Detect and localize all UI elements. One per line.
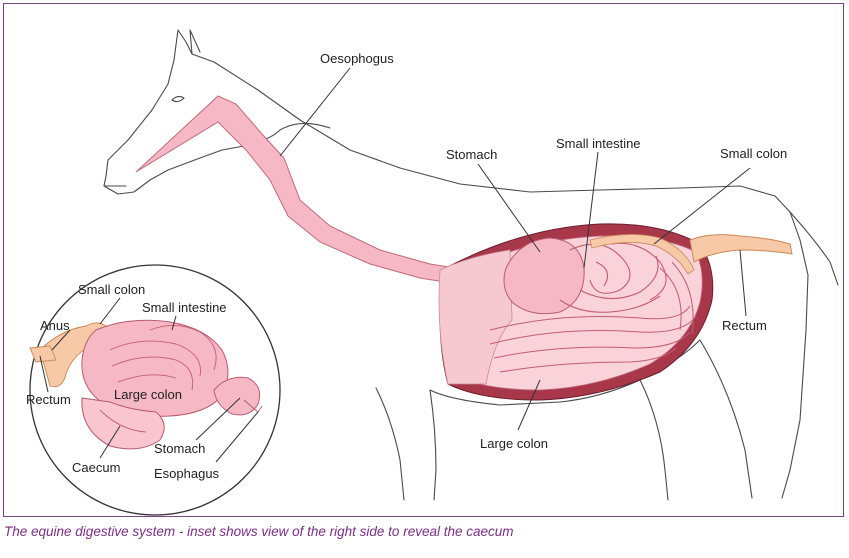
oesophagus-tube (135, 95, 511, 291)
small-colon-band (589, 234, 695, 275)
label-small-colon: Small colon (720, 146, 787, 161)
rectum-organ (689, 234, 793, 263)
inset-organs (29, 319, 263, 450)
horse-face (103, 145, 245, 195)
horse-digestive-diagram: Oesophogus Stomach Small intestine Small… (26, 29, 839, 516)
stomach-organ (503, 237, 585, 315)
label-rectum: Rectum (722, 318, 767, 333)
inset-label-small-intestine: Small intestine (142, 300, 227, 315)
leader-lines (39, 67, 751, 463)
diagram-frame (3, 3, 844, 517)
inset-label-small-colon: Small colon (78, 282, 145, 297)
label-stomach: Stomach (446, 147, 497, 162)
horse-ear (189, 29, 201, 55)
inset-label-stomach: Stomach (154, 441, 205, 456)
horse-outline (105, 29, 809, 499)
horse-eye (171, 95, 185, 103)
figure-caption: The equine digestive system - inset show… (4, 524, 514, 539)
lung-shadow (438, 249, 513, 385)
inset-label-large-colon: Large colon (114, 387, 182, 402)
inset-label-rectum: Rectum (26, 392, 71, 407)
horse-tail-line (789, 211, 839, 286)
label-small-intestine: Small intestine (556, 136, 641, 151)
horse-hind-leg (639, 339, 753, 501)
label-large-colon: Large colon (480, 436, 548, 451)
inset-label-anus: Anus (40, 318, 70, 333)
horse-front-legs (375, 387, 437, 501)
label-oesophogus: Oesophogus (320, 51, 394, 66)
large-colon-folds (489, 261, 697, 373)
inset-label-esophagus: Esophagus (154, 466, 220, 481)
inset-label-caecum: Caecum (72, 460, 120, 475)
